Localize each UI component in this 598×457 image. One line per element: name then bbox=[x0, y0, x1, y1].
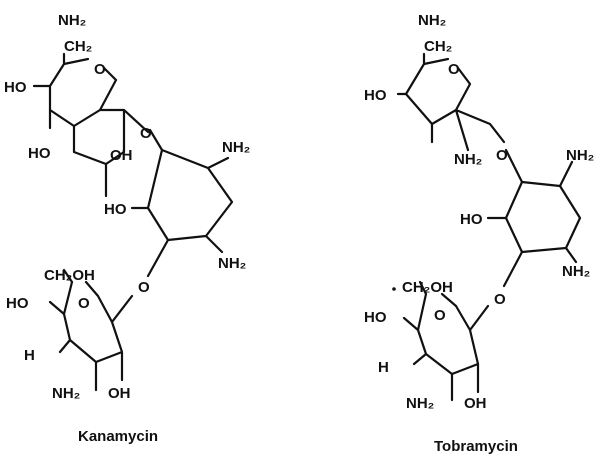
tobramycin-glycosidic-oxygen-1: O bbox=[496, 147, 508, 164]
tobramycin-middle-ring-bonds bbox=[486, 148, 582, 288]
kanamycin-structure bbox=[32, 52, 234, 392]
kanamycin-oh-bottom: OH bbox=[108, 385, 131, 402]
kanamycin-ho-bottom: HO bbox=[6, 295, 29, 312]
tobramycin-ring-oxygen-top: O bbox=[448, 61, 460, 78]
kanamycin-labels: NH₂ CH₂ O HO HO OH O NH₂ HO NH₂ O CH₂OH … bbox=[4, 12, 250, 402]
tobramycin-ch2oh: CH₂OH bbox=[402, 279, 453, 296]
kanamycin-ho-bottom-left-top: HO bbox=[28, 145, 51, 162]
kanamycin-ch2-top: CH₂ bbox=[64, 38, 92, 55]
kanamycin-nh2-middle-top: NH₂ bbox=[222, 139, 250, 156]
tobramycin-nh2-bottom: NH₂ bbox=[406, 395, 434, 412]
tobramycin-glycosidic-oxygen-2: O bbox=[494, 291, 506, 308]
tobramycin-oh-bottom: OH bbox=[464, 395, 487, 412]
kanamycin-ho-left-top: HO bbox=[4, 79, 27, 96]
tobramycin-h-bottom: H bbox=[378, 359, 389, 376]
kanamycin-ring-oxygen-bottom: O bbox=[78, 295, 90, 312]
tobramycin-caption: Tobramycin bbox=[434, 438, 518, 455]
tobramycin-top-ring-bonds bbox=[396, 52, 506, 152]
kanamycin-glycosidic-oxygen-2: O bbox=[138, 279, 150, 296]
tobramycin-bottom-ring-bonds bbox=[402, 280, 490, 402]
kanamycin-bottom-ring-bonds bbox=[48, 268, 134, 392]
kanamycin-nh2-bottom: NH₂ bbox=[52, 385, 80, 402]
kanamycin-caption: Kanamycin bbox=[78, 428, 158, 445]
kanamycin-nh2-top: NH₂ bbox=[58, 12, 86, 29]
kanamycin-ring-oxygen-top: O bbox=[94, 61, 106, 78]
tobramycin-nh2-middle-top: NH₂ bbox=[566, 147, 594, 164]
kanamycin-ch2oh: CH₂OH bbox=[44, 267, 95, 284]
kanamycin-h-bottom: H bbox=[24, 347, 35, 364]
kanamycin-middle-ring-bonds bbox=[130, 128, 234, 278]
tobramycin-ring-oxygen-bottom: O bbox=[434, 307, 446, 324]
tobramycin-ch2-top: CH₂ bbox=[424, 38, 452, 55]
tobramycin-ho-bottom: HO bbox=[364, 309, 387, 326]
tobramycin-nh2-top-ring: NH₂ bbox=[454, 151, 482, 168]
tobramycin-nh2-middle-bottom: NH₂ bbox=[562, 263, 590, 280]
tobramycin-ho-left-top: HO bbox=[364, 87, 387, 104]
tobramycin-ho-middle: HO bbox=[460, 211, 483, 228]
tobramycin-structure bbox=[396, 52, 582, 402]
kanamycin-top-ring-bonds bbox=[32, 52, 150, 198]
tobramycin-nh2-top: NH₂ bbox=[418, 12, 446, 29]
tobramycin-stray-dot bbox=[392, 287, 396, 291]
kanamycin-oh-bottom-right-top: OH bbox=[110, 147, 133, 164]
tobramycin-labels: NH₂ CH₂ O HO NH₂ O NH₂ HO NH₂ O CH₂OH O … bbox=[364, 12, 594, 412]
kanamycin-glycosidic-oxygen-1: O bbox=[140, 125, 152, 142]
kanamycin-nh2-middle-bottom: NH₂ bbox=[218, 255, 246, 272]
kanamycin-ho-middle: HO bbox=[104, 201, 127, 218]
